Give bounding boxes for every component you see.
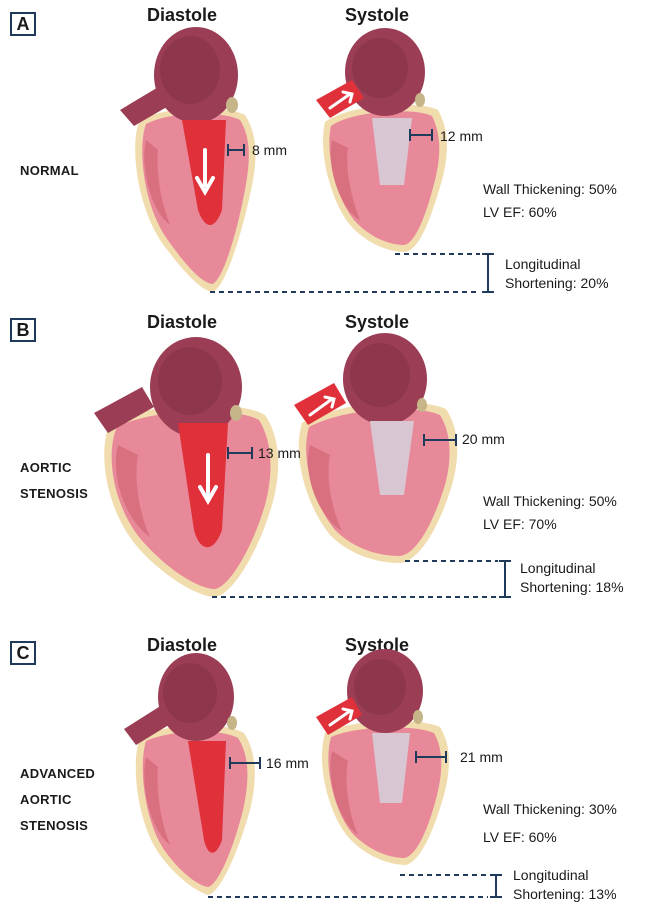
wall-thickening: Wall Thickening: 30% [483, 795, 617, 823]
wall-thickening: Wall Thickening: 50% [483, 490, 617, 513]
longitudinal-shortening: Longitudinal Shortening: 18% [520, 559, 624, 597]
function-stats: Wall Thickening: 50% LV EF: 70% [483, 490, 617, 536]
panel-advanced-aortic-stenosis: C Diastole Systole ADVANCED AORTIC STENO… [0, 625, 646, 905]
panel-normal: A Diastole Systole NORMAL [0, 0, 646, 300]
diastole-wall-thickness: 8 mm [252, 142, 287, 158]
systole-wall-thickness: 21 mm [460, 749, 503, 765]
function-stats: Wall Thickening: 30% LV EF: 60% [483, 795, 617, 851]
systole-heart [294, 333, 457, 563]
diastole-wall-thickness: 16 mm [266, 755, 309, 771]
systole-heart [316, 28, 447, 252]
shortening-indicator [212, 561, 511, 597]
function-stats: Wall Thickening: 50% LV EF: 60% [483, 178, 617, 224]
diastole-wall-thickness: 13 mm [258, 445, 301, 461]
shortening-indicator [210, 254, 494, 292]
systole-wall-thickness: 12 mm [440, 128, 483, 144]
diastole-heart [124, 653, 255, 895]
diastole-heart [94, 337, 278, 597]
diastole-heart [120, 27, 255, 292]
panel-aortic-stenosis: B Diastole Systole AORTIC STENOSIS [0, 305, 646, 605]
lv-ef: LV EF: 70% [483, 513, 617, 536]
longitudinal-shortening: Longitudinal Shortening: 13% [513, 866, 617, 904]
longitudinal-shortening: Longitudinal Shortening: 20% [505, 255, 609, 293]
heart-illustrations [0, 625, 646, 905]
wall-thickening: Wall Thickening: 50% [483, 178, 617, 201]
lv-ef: LV EF: 60% [483, 201, 617, 224]
lv-ef: LV EF: 60% [483, 823, 617, 851]
systole-wall-thickness: 20 mm [462, 431, 505, 447]
shortening-indicator [208, 875, 502, 897]
